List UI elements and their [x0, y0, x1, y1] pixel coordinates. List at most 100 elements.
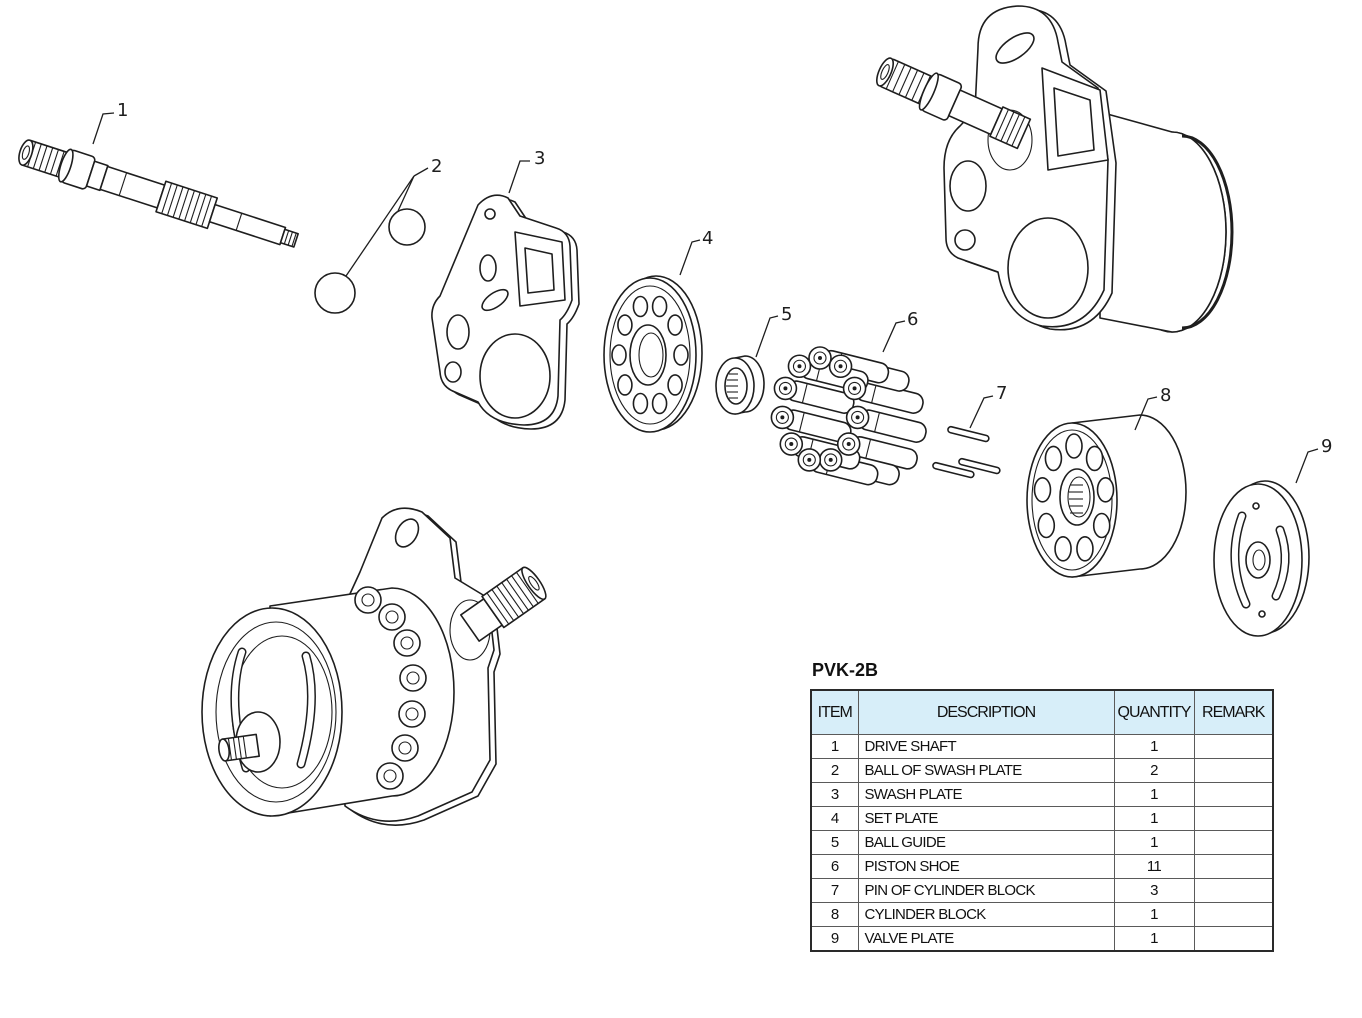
cell-remark [1193, 878, 1274, 903]
part-9-valve-plate [1213, 480, 1310, 637]
cylinder-block-bore [1096, 476, 1115, 503]
callout-number: 7 [996, 383, 1007, 404]
pump-housing-body [1099, 111, 1227, 333]
flange-boss-pocket [1053, 87, 1095, 157]
part-7-pins-of-cylinder-block [932, 425, 1001, 479]
set-plate-hole [611, 344, 627, 366]
header-item: ITEM [810, 689, 859, 735]
cell-quantity: 1 [1113, 782, 1195, 807]
callout-3: 3 [508, 148, 545, 194]
piston-shoe-face [813, 351, 827, 365]
cell-remark [1193, 926, 1274, 952]
flange-tab-hole [394, 518, 420, 548]
pump-input-shaft [875, 57, 1032, 150]
set-plate-hole [673, 344, 689, 366]
piston-shoe-face [833, 359, 848, 373]
cell-item: 1 [810, 734, 859, 759]
cylinder-block-bore [1065, 433, 1083, 459]
part-5-ball-guide [715, 355, 765, 415]
cell-remark [1193, 734, 1274, 759]
cell-quantity: 1 [1113, 926, 1195, 952]
cylinder-block-bore [1085, 445, 1104, 472]
cell-item: 8 [810, 902, 859, 927]
callout-number: 5 [781, 304, 792, 325]
piston-neck-line [801, 383, 808, 404]
swash-plate-pin [444, 361, 462, 383]
set-plate-hole [617, 314, 633, 336]
swash-plate-slot [481, 288, 509, 312]
cell-description: SET PLATE [857, 806, 1115, 831]
cell-remark [1193, 902, 1274, 927]
set-plate-hole [632, 295, 649, 318]
part-8-cylinder-block [1026, 414, 1187, 578]
cell-remark [1193, 758, 1274, 783]
header-remark: REMARK [1193, 689, 1274, 735]
cylinder-block-bore [1054, 536, 1072, 562]
ball-guide-spline [726, 373, 738, 399]
flange-lower-bore [1007, 217, 1089, 319]
cell-description: PISTON SHOE [857, 854, 1115, 879]
cell-item: 9 [810, 926, 859, 952]
callout-number: 4 [702, 228, 713, 249]
piston-shoe-face [778, 381, 792, 395]
cell-item: 7 [810, 878, 859, 903]
swash-plate-lower-bore [479, 333, 551, 419]
set-plate-hole [667, 314, 683, 336]
cylinder-block-bore [1044, 445, 1063, 472]
set-plate-center-hole [629, 324, 667, 386]
parts-table-title: PVK-2B [812, 660, 879, 680]
cell-remark [1193, 782, 1274, 807]
callout-7: 7 [969, 383, 1007, 429]
cell-description: DRIVE SHAFT [857, 734, 1115, 759]
callout-number: 8 [1160, 385, 1171, 406]
pump-output-shaft [460, 566, 547, 642]
piston-neck-line [871, 383, 877, 404]
callout-8: 8 [1134, 385, 1171, 431]
piston-shoe-oil-hole [818, 356, 822, 360]
valve-plate-kidney-port-right [1271, 525, 1290, 601]
cylinder-block-bore [1076, 536, 1094, 562]
valve-plate-center-hole [1245, 541, 1271, 579]
piston-neck-line [874, 412, 880, 433]
piston-shoe-face [775, 410, 789, 424]
swash-plate-boss-pocket [524, 247, 555, 294]
ball-upper [388, 208, 426, 246]
piston-shoe-oil-hole [855, 415, 860, 420]
header-quantity: QUANTITY [1113, 689, 1195, 735]
cell-item: 3 [810, 782, 859, 807]
cylinder-block-bore [1033, 476, 1052, 503]
callout-4: 4 [679, 228, 713, 276]
part-4-set-plate [603, 275, 703, 433]
piston-shoe-oil-hole [789, 442, 794, 447]
set-plate-hole [651, 392, 668, 415]
pin [932, 461, 975, 479]
piston-shoe-oil-hole [807, 457, 812, 462]
piston-shoe-oil-hole [780, 415, 785, 420]
piston-neck-line [865, 439, 872, 459]
piston-shoe-face [802, 453, 816, 467]
cell-quantity: 3 [1113, 878, 1195, 903]
header-description: DESCRIPTION [857, 689, 1115, 735]
piston-shoe-face [792, 359, 807, 373]
set-plate-hole [632, 392, 649, 415]
set-plate-hole [617, 374, 633, 396]
cell-description: BALL GUIDE [857, 830, 1115, 855]
part-6-piston-shoes [770, 346, 927, 486]
piston-shoe-oil-hole [828, 457, 833, 462]
flange-tab-slot [995, 32, 1035, 64]
piston-shoe-face [842, 437, 856, 451]
table-header-row: ITEM DESCRIPTION QUANTITY REMARK [810, 689, 1274, 735]
piston-shoe-oil-hole [783, 386, 788, 391]
swash-plate-side-hole [446, 314, 470, 350]
cell-quantity: 1 [1113, 806, 1195, 831]
cell-description: PIN OF CYLINDER BLOCK [857, 878, 1115, 903]
piston-shoe-face [824, 453, 838, 467]
part-1-drive-shaft [18, 139, 299, 248]
